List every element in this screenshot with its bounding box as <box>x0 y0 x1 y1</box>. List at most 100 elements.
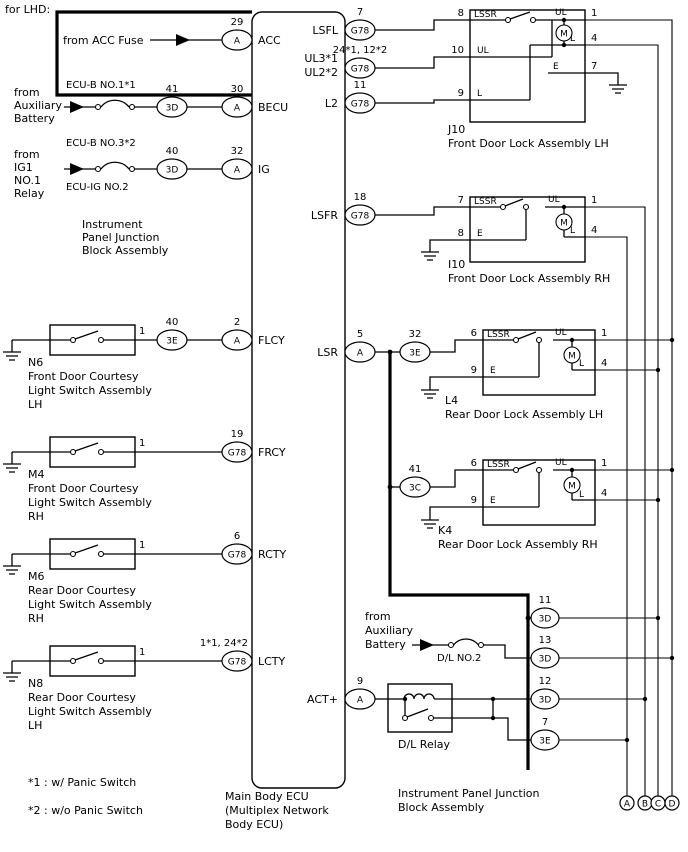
j10-pin4: 4 <box>591 33 597 44</box>
l2-conn: G78 <box>351 100 370 110</box>
l2-pin: 11 <box>354 80 367 91</box>
i10-e-label: E <box>477 229 483 239</box>
ig-pin-number: 32 <box>231 146 244 157</box>
switch-icon <box>12 442 222 456</box>
m6-name3: RH <box>28 612 44 625</box>
door-lock-k4: 6 9 1 4 LSSR E UL M L K4 Rear Door Lock … <box>421 458 607 551</box>
variant-label: for LHD: <box>5 3 50 16</box>
lsr-conn: A <box>357 349 364 359</box>
dl-fuse-icon <box>447 638 485 649</box>
lsfl-pin: 7 <box>357 7 363 18</box>
ecu-outline <box>251 11 346 789</box>
i10-lssr-label: LSSR <box>474 197 497 207</box>
ig-jb-pin: 40 <box>166 146 179 157</box>
relay-coil-icon <box>388 693 452 700</box>
n6-jb-conn: 3E <box>166 337 178 347</box>
ig-fuse-label: ECU-IG NO.2 <box>66 182 129 193</box>
flcy-conn: A <box>234 337 241 347</box>
m6-name2: Light Switch Assembly <box>28 598 152 611</box>
becu-feed: from Auxiliary Battery ECU-B NO.1*1 ECU-… <box>14 80 288 149</box>
j10-ul-left-label: UL <box>477 46 489 56</box>
m4-name1: Front Door Courtesy <box>28 482 139 495</box>
door-lock-i10: 7 8 1 4 LSSR E UL M L I10 Front Door Loc… <box>421 195 610 285</box>
courtesy-switch-n6: 1 40 3E 2 A FLCY N6 Front Door Courtesy … <box>3 317 285 411</box>
ig-source-line3: NO.1 <box>14 174 41 187</box>
ig-connector-oval <box>221 158 253 180</box>
lock-position-switch-icon <box>483 461 543 507</box>
becu-fuse-icon <box>94 99 136 111</box>
ig-feed: from IG1 NO.1 Relay ECU-IG NO.2 40 3D 32… <box>14 146 270 200</box>
ecu-right-pins: 7 G78 LSFL 24*1, 12*2 G78 UL3*1 UL2*2 11… <box>304 7 388 710</box>
ul-terminal-line1: UL3*1 <box>304 52 338 65</box>
lock-motor-icon: M <box>563 340 581 370</box>
j10-pin10: 10 <box>451 45 464 56</box>
i10-motor-letter: M <box>560 219 568 229</box>
n6-pin: 1 <box>139 326 145 337</box>
ground-icon <box>421 239 470 261</box>
lcty-terminal: LCTY <box>258 655 286 668</box>
lhd-bracket <box>55 10 252 97</box>
m4-pin: 1 <box>139 438 145 449</box>
lsfl-conn: G78 <box>351 27 370 37</box>
switch-icon <box>12 651 222 665</box>
i10-pin7: 7 <box>458 195 464 206</box>
l4-motor-letter: M <box>568 352 576 362</box>
flcy-connector-oval <box>221 329 253 351</box>
becu-source-line3: Battery <box>14 112 55 125</box>
lcty-connector-oval <box>221 650 253 672</box>
k4-name: Rear Door Lock Assembly RH <box>438 538 598 551</box>
flcy-pin: 2 <box>234 317 240 328</box>
l4-pin1: 1 <box>601 328 607 339</box>
ig-connector-code: A <box>234 166 241 176</box>
ecu-name-line1: Main Body ECU <box>225 790 309 803</box>
k4-motor-letter: M <box>568 482 576 492</box>
ig-ecu-terminal: IG <box>258 163 270 176</box>
i10-l-label: L <box>570 226 575 236</box>
n6-jb-pin: 40 <box>166 317 179 328</box>
j10-pin8: 8 <box>458 8 464 19</box>
dl-source-line3: Battery <box>365 638 406 651</box>
j10-name: Front Door Lock Assembly LH <box>448 137 609 150</box>
m6-name1: Rear Door Courtesy <box>28 584 136 597</box>
lock-position-switch-icon <box>470 11 585 24</box>
l4-ul-label: UL <box>555 328 567 338</box>
m4-name3: RH <box>28 510 44 523</box>
dl-relay-section: from Auxiliary Battery D/L NO.2 D/L Rela… <box>365 610 531 751</box>
i10-name: Front Door Lock Assembly RH <box>448 272 610 285</box>
courtesy-switch-m4: 1 19 G78 FRCY M4 Front Door Courtesy Lig… <box>3 429 286 523</box>
lsfr-pin: 18 <box>354 192 367 203</box>
junction-block-upper-label: Instrument Panel Junction Block Assembly <box>82 218 169 257</box>
n8-name3: LH <box>28 719 42 732</box>
page-connectors: A B C D <box>619 795 680 811</box>
m4-name2: Light Switch Assembly <box>28 496 152 509</box>
ul-pin: 24*1, 12*2 <box>333 45 388 56</box>
footnotes: *1 : w/ Panic Switch *2 : w/o Panic Swit… <box>28 776 143 817</box>
n6-name1: Front Door Courtesy <box>28 370 139 383</box>
k4-lssr-label: LSSR <box>487 460 510 470</box>
acc-source-label: from ACC Fuse <box>63 34 144 47</box>
becu-connector-oval <box>221 96 253 118</box>
rcty-connector-oval <box>221 543 253 565</box>
k4-pin4: 4 <box>601 488 607 499</box>
lsfl-terminal: LSFL <box>312 24 338 37</box>
dl-fuse-label: D/L NO.2 <box>437 653 481 664</box>
ground-icon <box>3 554 21 575</box>
page-connector-a: A <box>624 800 631 810</box>
ground-icon <box>421 376 483 399</box>
page-connector-b: B <box>642 800 648 810</box>
n8-name2: Light Switch Assembly <box>28 705 152 718</box>
jb-label-line1: Instrument <box>82 218 143 231</box>
jb-conn-7-pin: 7 <box>542 717 548 728</box>
n6-name2: Light Switch Assembly <box>28 384 152 397</box>
lsr-terminal: LSR <box>317 346 338 359</box>
i10-pin1: 1 <box>591 195 597 206</box>
rcty-terminal: RCTY <box>258 548 286 561</box>
ground-icon <box>3 452 21 473</box>
n6-id: N6 <box>28 356 43 369</box>
becu-pin-number: 30 <box>231 84 244 95</box>
jb-conn-11-pin: 11 <box>539 595 552 606</box>
ecu-name-line2: (Multiplex Network <box>225 804 329 817</box>
j10-lssr-label: LSSR <box>474 10 497 20</box>
i10-ul-label: UL <box>548 195 560 205</box>
